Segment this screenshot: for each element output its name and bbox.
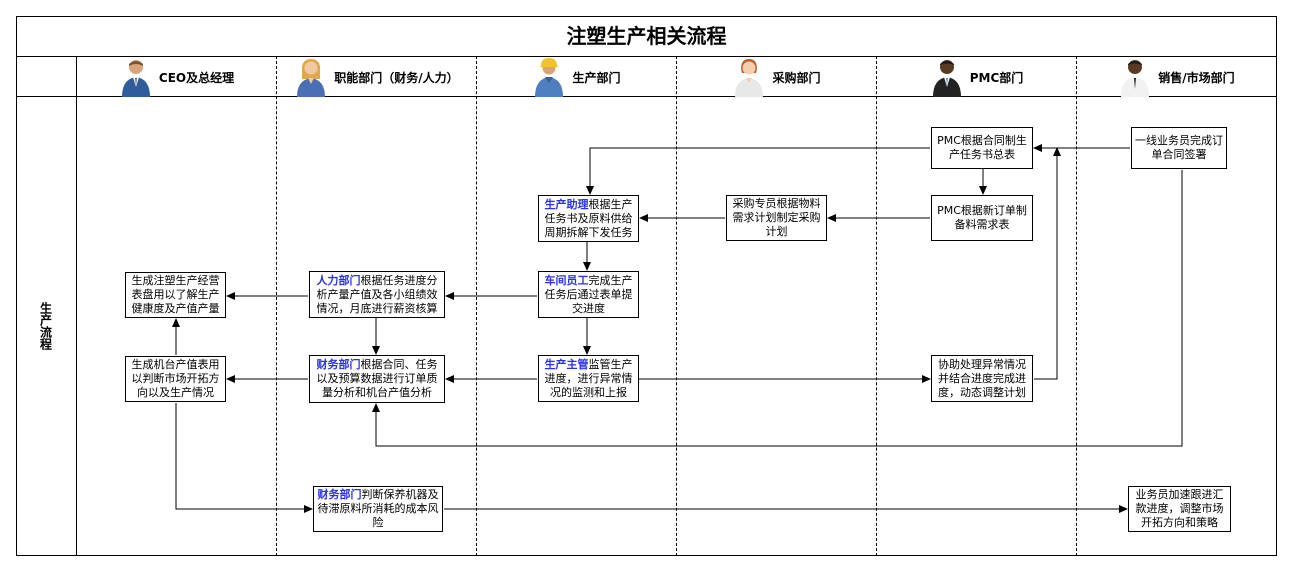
lane-label: 职能部门（财务/人力）	[334, 70, 459, 85]
node-hr: 人力部门根据任务进度分析产量产值及各小组绩效情况，月底进行薪资核算	[309, 271, 445, 318]
node-pmc-material: PMC根据新订单制备料需求表	[931, 195, 1033, 241]
node-highlight: 车间员工	[544, 273, 589, 287]
lane-divider	[676, 56, 677, 556]
diagram-title: 注塑生产相关流程	[566, 24, 727, 48]
businessman-dark-suit-icon	[932, 60, 961, 97]
node-text: 根据合同、任务以及预算数据进行订单质量分析和机台产值分析	[316, 358, 438, 399]
node-text: PMC根据新订单制备料需求表	[937, 204, 1027, 231]
header-divider	[16, 96, 1277, 97]
lane-label: 生产部门	[572, 70, 621, 85]
node-sales-sign: 一线业务员完成订单合同签署	[1131, 127, 1227, 169]
node-text: 协助处理异常情况并结合进度完成进度，动态调整计划	[938, 357, 1026, 399]
node-text: 生成机台产值表用以判断市场开拓方向以及生产情况	[131, 358, 220, 399]
node-highlight: 财务部门	[317, 488, 362, 501]
node-text: 根据生产任务书及原料供给周期拆解下发任务	[544, 197, 633, 239]
node-text: 根据任务进度分析产量产值及各小组绩效情况，月底进行薪资核算	[316, 273, 438, 315]
female-clerk-icon	[735, 59, 764, 97]
swimlane-frame	[16, 16, 1277, 556]
node-pmc-summary: PMC根据合同制生产任务书总表	[931, 127, 1033, 169]
flow-pmc-to-assistant	[586, 147, 930, 195]
lane-header-pmc: PMC部门	[877, 57, 1076, 97]
node-pmc-exception: 协助处理异常情况并结合进度完成进度，动态调整计划	[931, 355, 1033, 402]
lane-header-functional: 职能部门（财务/人力）	[277, 57, 476, 97]
node-text: 业务员加速跟进汇款进度，调整市场开拓方向和策略	[1135, 488, 1224, 529]
row-label-text: 生产流程	[38, 302, 53, 350]
lane-header-sales: 销售/市场部门	[1077, 57, 1276, 97]
node-purchase-plan: 采购专员根据物料需求计划制定采购计划	[726, 195, 827, 241]
flow-exception-to-pmc-summary	[1034, 147, 1061, 380]
node-ceo-report: 生成注塑生产经营表盘用以了解生产健康度及产值产量	[125, 272, 226, 318]
node-highlight: 人力部门	[316, 273, 361, 287]
lane-divider	[876, 56, 877, 556]
businessman-blue-suit-icon	[121, 60, 150, 97]
node-text: 监管生产进度，进行异常情况的监测和上报	[544, 357, 633, 399]
lane-divider	[476, 56, 477, 556]
node-finance-cost: 财务部门判断保养机器及待滞原料所消耗的成本风险	[313, 486, 443, 532]
node-sales-follow: 业务员加速跟进汇款进度，调整市场开拓方向和策略	[1128, 486, 1231, 532]
lane-label: PMC部门	[969, 70, 1024, 85]
row-label-divider	[76, 56, 77, 556]
node-text: PMC根据合同制生产任务书总表	[937, 134, 1027, 161]
node-highlight: 财务部门	[316, 358, 361, 371]
lane-label: 采购部门	[772, 70, 821, 85]
node-text: 一线业务员完成订单合同签署	[1135, 134, 1223, 161]
node-text: 采购专员根据物料需求计划制定采购计划	[732, 197, 821, 238]
node-highlight: 生产主管	[544, 357, 589, 371]
row-label: 生产流程	[16, 97, 76, 555]
worker-hardhat-icon	[535, 58, 564, 97]
node-ceo-machine: 生成机台产值表用以判断市场开拓方向以及生产情况	[125, 356, 226, 402]
title-divider	[16, 56, 1277, 57]
salesman-white-shirt-icon	[1121, 60, 1150, 97]
node-workshop: 车间员工完成生产任务后通过表单提交进度	[538, 271, 639, 318]
node-production-supervisor: 生产主管监管生产进度，进行异常情况的监测和上报	[538, 355, 639, 402]
node-highlight: 生产助理	[544, 197, 589, 211]
lane-header-production: 生产部门	[477, 57, 676, 97]
businesswoman-icon	[297, 59, 326, 97]
lane-divider	[1076, 56, 1077, 556]
node-text: 判断保养机器及待滞原料所消耗的成本风险	[317, 488, 439, 529]
lane-label: 销售/市场部门	[1158, 70, 1235, 85]
flow-ceo-to-finance-cost	[175, 403, 313, 513]
node-finance-analysis: 财务部门根据合同、任务以及预算数据进行订单质量分析和机台产值分析	[309, 355, 445, 403]
flow-sales-to-finance	[372, 170, 1183, 447]
lane-divider	[276, 56, 277, 556]
lane-header-purchase: 采购部门	[677, 57, 876, 97]
node-text: 完成生产任务后通过表单提交进度	[544, 273, 633, 315]
node-text: 生成注塑生产经营表盘用以了解生产健康度及产值产量	[131, 274, 220, 315]
lane-label: CEO及总经理	[158, 70, 235, 85]
lane-header-ceo: CEO及总经理	[77, 57, 276, 97]
node-production-assistant: 生产助理根据生产任务书及原料供给周期拆解下发任务	[538, 195, 639, 242]
